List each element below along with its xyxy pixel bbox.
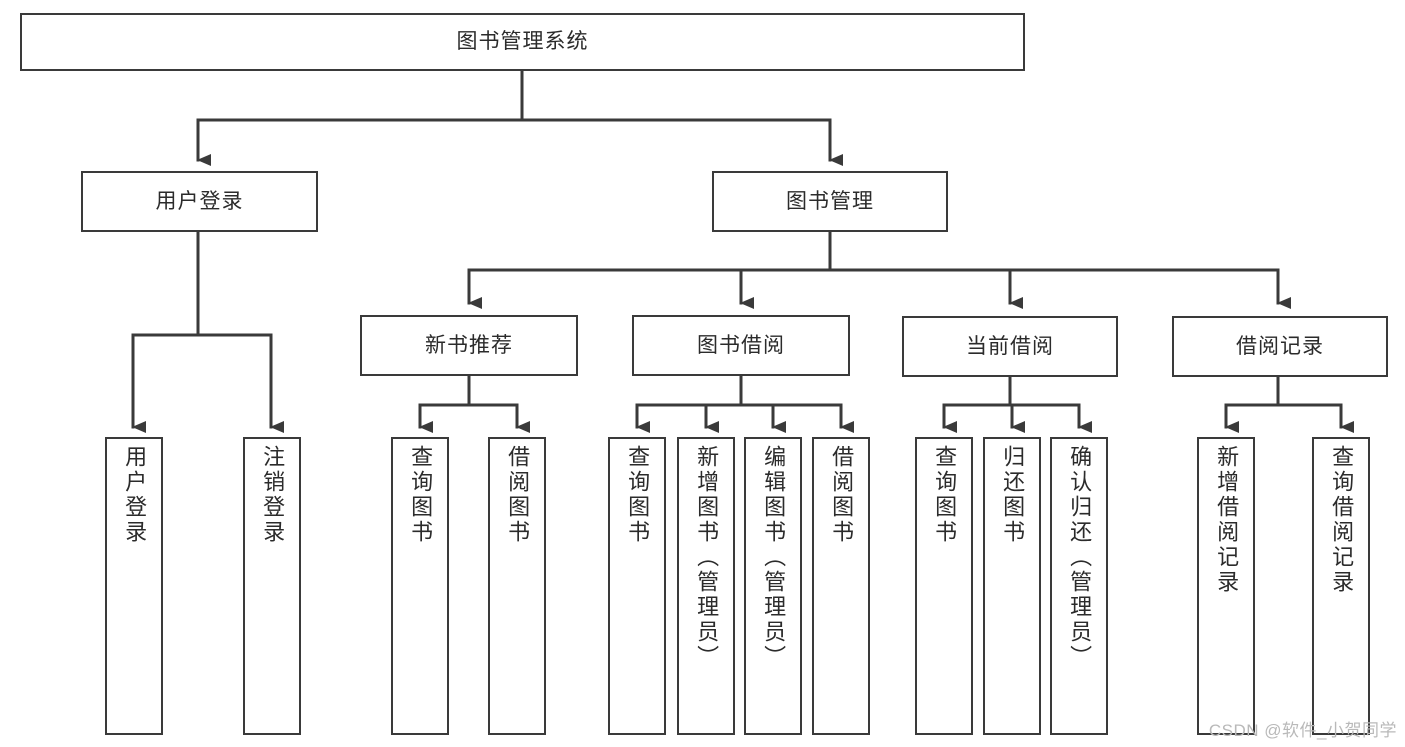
node-label: 查询图书 bbox=[932, 445, 958, 545]
node-book-borrow[interactable]: 图书借阅 bbox=[632, 315, 850, 376]
node-label: 注销登录 bbox=[260, 445, 286, 545]
node-label: 用户登录 bbox=[122, 445, 148, 545]
leaf-edit-book-admin[interactable]: 编辑图书（管理员） bbox=[744, 437, 802, 735]
node-label: 新增图书（管理员） bbox=[694, 445, 720, 670]
node-label: 归还图书 bbox=[1000, 445, 1026, 545]
node-root-book-management-system[interactable]: 图书管理系统 bbox=[20, 13, 1025, 71]
leaf-query-book-borrow[interactable]: 查询图书 bbox=[608, 437, 666, 735]
node-label: 新增借阅记录 bbox=[1214, 445, 1240, 595]
node-label: 借阅图书 bbox=[505, 445, 531, 545]
leaf-confirm-return-admin[interactable]: 确认归还（管理员） bbox=[1050, 437, 1108, 735]
node-label: 用户登录 bbox=[155, 189, 244, 213]
leaf-add-borrow-record[interactable]: 新增借阅记录 bbox=[1197, 437, 1255, 735]
node-current-borrow[interactable]: 当前借阅 bbox=[902, 316, 1118, 377]
leaf-borrow-book-new-rec[interactable]: 借阅图书 bbox=[488, 437, 546, 735]
node-label: 借阅记录 bbox=[1236, 334, 1324, 358]
node-label: 查询借阅记录 bbox=[1329, 445, 1355, 595]
node-label: 图书管理 bbox=[786, 189, 874, 213]
node-label: 借阅图书 bbox=[829, 445, 855, 545]
node-label: 查询图书 bbox=[625, 445, 651, 545]
node-label: 编辑图书（管理员） bbox=[761, 445, 787, 670]
leaf-query-book-current[interactable]: 查询图书 bbox=[915, 437, 973, 735]
leaf-add-book-admin[interactable]: 新增图书（管理员） bbox=[677, 437, 735, 735]
leaf-borrow-book-borrow[interactable]: 借阅图书 bbox=[812, 437, 870, 735]
leaf-logout-login[interactable]: 注销登录 bbox=[243, 437, 301, 735]
node-label: 确认归还（管理员） bbox=[1067, 445, 1093, 670]
node-label: 图书借阅 bbox=[697, 333, 785, 357]
node-user-login[interactable]: 用户登录 bbox=[81, 171, 318, 232]
node-book-management[interactable]: 图书管理 bbox=[712, 171, 948, 232]
leaf-user-login[interactable]: 用户登录 bbox=[105, 437, 163, 735]
node-label: 查询图书 bbox=[408, 445, 434, 545]
leaf-query-book-new-rec[interactable]: 查询图书 bbox=[391, 437, 449, 735]
node-borrow-record[interactable]: 借阅记录 bbox=[1172, 316, 1388, 377]
node-label: 新书推荐 bbox=[425, 333, 513, 357]
node-label: 当前借阅 bbox=[966, 334, 1054, 358]
leaf-return-book[interactable]: 归还图书 bbox=[983, 437, 1041, 735]
node-new-book-recommendation[interactable]: 新书推荐 bbox=[360, 315, 578, 376]
leaf-query-borrow-record[interactable]: 查询借阅记录 bbox=[1312, 437, 1370, 735]
node-label: 图书管理系统 bbox=[456, 30, 589, 54]
csdn-watermark: CSDN @软件_小贺同学 bbox=[1208, 721, 1397, 740]
